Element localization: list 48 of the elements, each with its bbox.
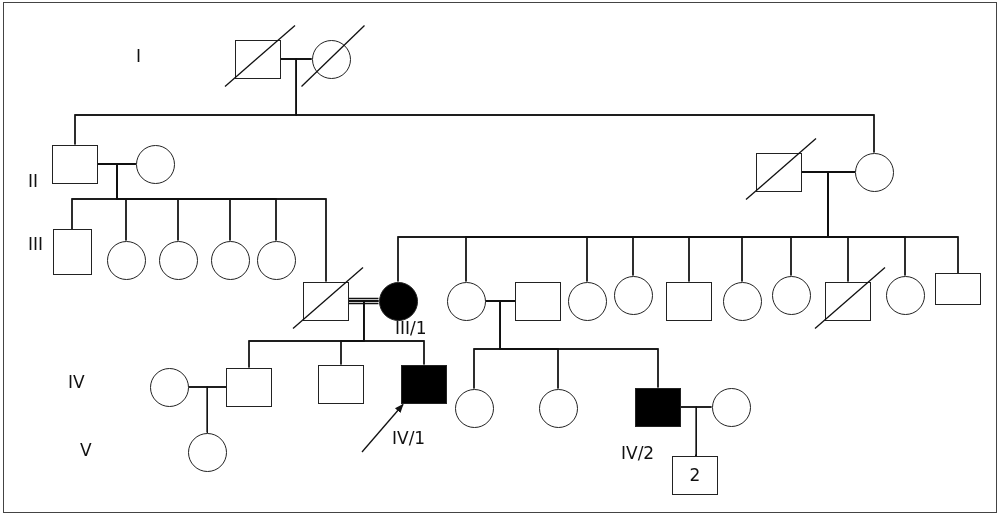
male-symbol bbox=[52, 229, 92, 275]
male-symbol bbox=[935, 273, 981, 305]
male-symbol bbox=[52, 144, 98, 184]
female-symbol bbox=[446, 281, 486, 321]
male-symbol bbox=[515, 281, 561, 321]
affected-male-symbol bbox=[401, 364, 447, 404]
male-symbol bbox=[756, 152, 802, 192]
female-symbol bbox=[106, 240, 146, 280]
affected-male-symbol bbox=[635, 387, 681, 427]
consanguineous-marriage-line bbox=[348, 297, 380, 305]
generation-label: IV bbox=[68, 372, 85, 392]
female-symbol bbox=[454, 388, 494, 428]
individual-id: IV/2 bbox=[621, 443, 655, 463]
male-symbol bbox=[235, 39, 281, 79]
female-symbol bbox=[885, 275, 925, 315]
female-symbol bbox=[149, 367, 189, 407]
male-symbol bbox=[666, 281, 712, 321]
descent-line bbox=[363, 300, 425, 366]
female-symbol bbox=[567, 281, 607, 321]
female-symbol bbox=[711, 387, 751, 427]
female-symbol bbox=[256, 240, 296, 280]
descent-line bbox=[187, 386, 208, 434]
generation-label: II bbox=[28, 171, 39, 191]
generation-label: V bbox=[80, 440, 92, 460]
female-symbol bbox=[613, 275, 653, 315]
female-symbol bbox=[722, 281, 762, 321]
female-symbol bbox=[538, 388, 578, 428]
affected-female-symbol bbox=[378, 281, 418, 321]
male-symbol bbox=[672, 455, 718, 495]
female-symbol bbox=[311, 39, 351, 79]
male-symbol bbox=[825, 281, 871, 321]
individual-id: IV/1 bbox=[392, 428, 426, 448]
individual-id: III/1 bbox=[395, 318, 427, 338]
count-number: 2 bbox=[689, 465, 701, 485]
proband-arrow bbox=[361, 403, 404, 453]
male-symbol bbox=[226, 367, 272, 407]
female-symbol bbox=[210, 240, 250, 280]
female-symbol bbox=[771, 275, 811, 315]
descent-line bbox=[694, 406, 713, 457]
male-symbol bbox=[318, 364, 364, 404]
descent-line bbox=[827, 171, 959, 274]
female-symbol bbox=[158, 240, 198, 280]
female-symbol bbox=[854, 152, 894, 192]
female-symbol bbox=[135, 144, 175, 184]
generation-label: I bbox=[136, 46, 141, 66]
male-symbol bbox=[303, 281, 349, 321]
female-symbol bbox=[187, 432, 227, 472]
generation-label: III bbox=[28, 234, 44, 254]
